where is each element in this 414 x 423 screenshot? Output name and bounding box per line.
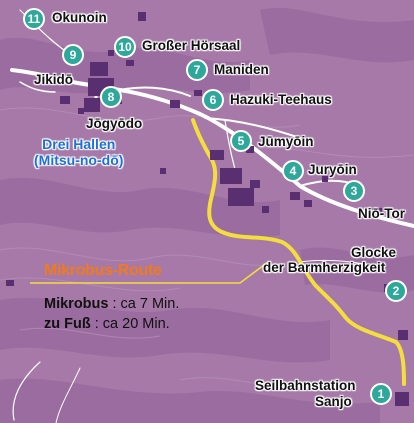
legend-fuss-value: : ca 20 Min. (94, 316, 170, 332)
legend-mikrobus-label: Mikrobus (44, 296, 109, 312)
marker-3[interactable]: 3 (343, 180, 365, 202)
marker-1[interactable]: 1 (370, 383, 392, 405)
drei-hallen-label: Drei Hallen (Mitsu-no-dō) (34, 136, 123, 168)
marker-8[interactable]: 8 (100, 86, 122, 108)
marker-11[interactable]: 11 (23, 8, 45, 30)
label-okunoin: Okunoin (52, 10, 107, 25)
marker-10[interactable]: 10 (114, 36, 136, 58)
label-jikido: Jikidō (34, 72, 74, 87)
label-nio-tor: Niō-Tor (358, 206, 405, 221)
terrain-band (260, 7, 414, 63)
terrain-band (0, 378, 380, 423)
label-glocke-line2: der Barmherzigkeit (263, 260, 386, 275)
marker-2[interactable]: 2 (385, 280, 407, 302)
buildings (6, 12, 409, 406)
marker-6[interactable]: 6 (202, 89, 224, 111)
marker-7[interactable]: 7 (186, 59, 208, 81)
legend-fuss-label: zu Fuß (44, 316, 91, 332)
legend-mikrobus: Mikrobus : ca 7 Min. (44, 296, 179, 312)
marker-9[interactable]: 9 (62, 44, 84, 66)
label-seilbahnstation-line2: Sanjo (315, 394, 352, 409)
label-hazuki-teehaus: Hazuki-Teehaus (230, 92, 332, 107)
label-jogyodo: Jōgyōdo (86, 116, 143, 131)
legend-title: Mikrobus-Route (44, 262, 162, 279)
marker-4[interactable]: 4 (282, 160, 304, 182)
label-seilbahnstation-line1: Seilbahnstation (255, 378, 356, 393)
terrain-band (0, 297, 330, 363)
mikrobus-route (191, 118, 406, 386)
legend-leader-line (30, 261, 269, 284)
legend-mikrobus-value: : ca 7 Min. (112, 296, 180, 312)
drei-hallen-line2: (Mitsu-no-dō) (34, 152, 124, 168)
label-juryoin: Juryōin (308, 162, 357, 177)
terrain-band (300, 247, 414, 293)
label-jumyoin: Jūmyōin (258, 134, 314, 149)
marker-5[interactable]: 5 (230, 130, 252, 152)
label-glocke-line1: Glocke (351, 245, 397, 260)
legend-fuss: zu Fuß : ca 20 Min. (44, 316, 170, 332)
label-grosser-hoersaal: Großer Hörsaal (142, 38, 241, 53)
drei-hallen-line1: Drei Hallen (42, 136, 116, 152)
label-maniden: Maniden (214, 62, 269, 77)
